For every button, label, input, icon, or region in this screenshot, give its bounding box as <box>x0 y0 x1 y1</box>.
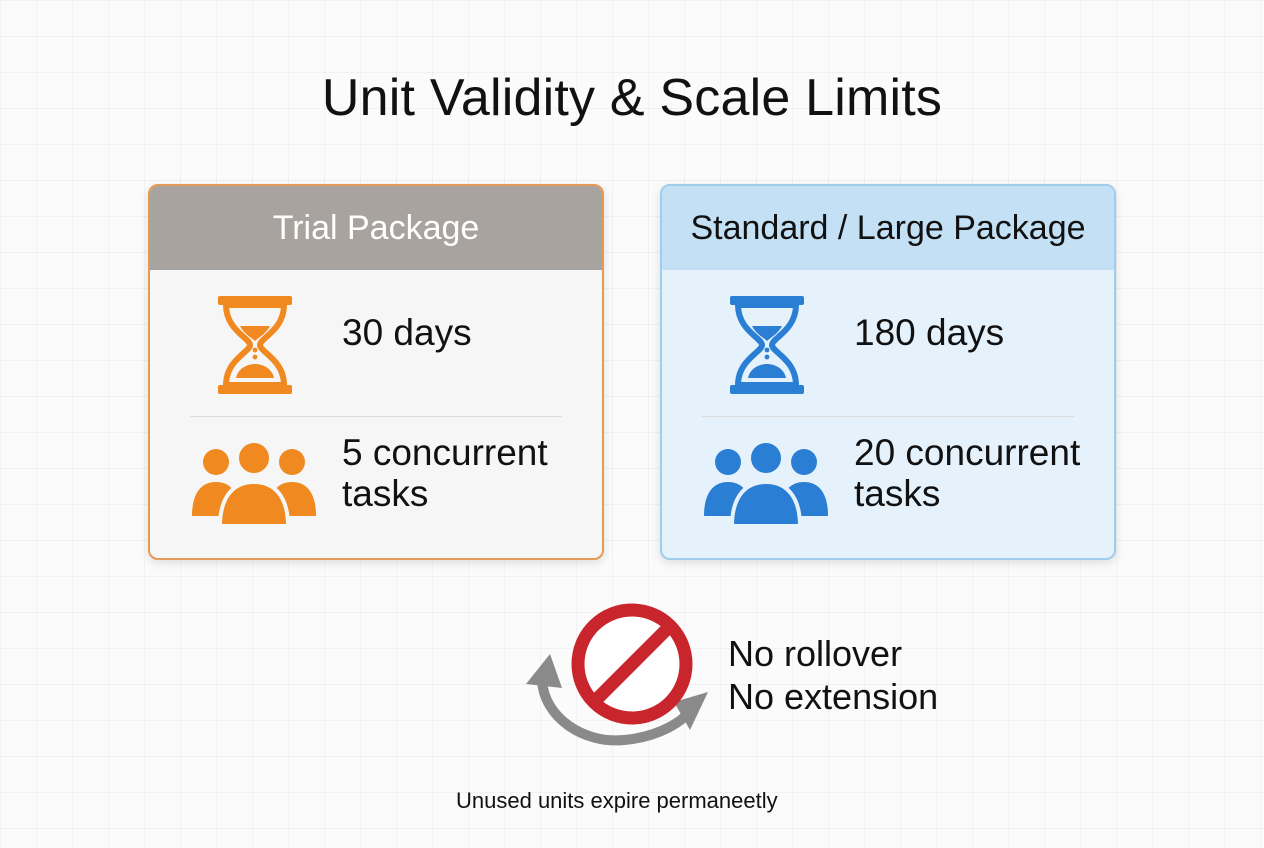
expiry-footnote: Unused units expire permaneetly <box>456 788 778 813</box>
trial-scale-row: 5 concurrent tasks <box>150 418 602 558</box>
hourglass-icon <box>730 296 804 394</box>
policy-text: No rollover No extension <box>728 632 938 718</box>
trial-validity-value: 30 days <box>342 312 472 353</box>
trial-package-header: Trial Package <box>150 186 602 270</box>
users-group-icon <box>192 440 316 528</box>
no-rollover-icon <box>526 603 708 746</box>
standard-validity-value: 180 days <box>854 312 1005 353</box>
standard-divider <box>702 416 1074 417</box>
trial-scale-value: 5 concurrent tasks <box>342 432 548 514</box>
standard-package-card: Standard / Large Package 180 days 20 con… <box>660 184 1116 560</box>
standard-validity-row: 180 days <box>662 270 1114 418</box>
no-rollover-label: No rollover <box>728 633 903 674</box>
hourglass-icon <box>218 296 292 394</box>
page-title: Unit Validity & Scale Limits <box>321 69 943 127</box>
rollover-arrow-icon <box>526 654 708 746</box>
standard-scale-value: 20 concurrent tasks <box>854 432 1081 514</box>
no-extension-label: No extension <box>728 676 939 717</box>
standard-package-header: Standard / Large Package <box>662 186 1114 270</box>
standard-scale-row: 20 concurrent tasks <box>662 418 1114 558</box>
trial-divider <box>190 416 562 417</box>
trial-validity-row: 30 days <box>150 270 602 418</box>
users-group-icon <box>704 440 828 528</box>
prohibited-icon <box>571 603 693 725</box>
trial-package-card: Trial Package 30 days 5 concurrent tasks <box>148 184 604 560</box>
